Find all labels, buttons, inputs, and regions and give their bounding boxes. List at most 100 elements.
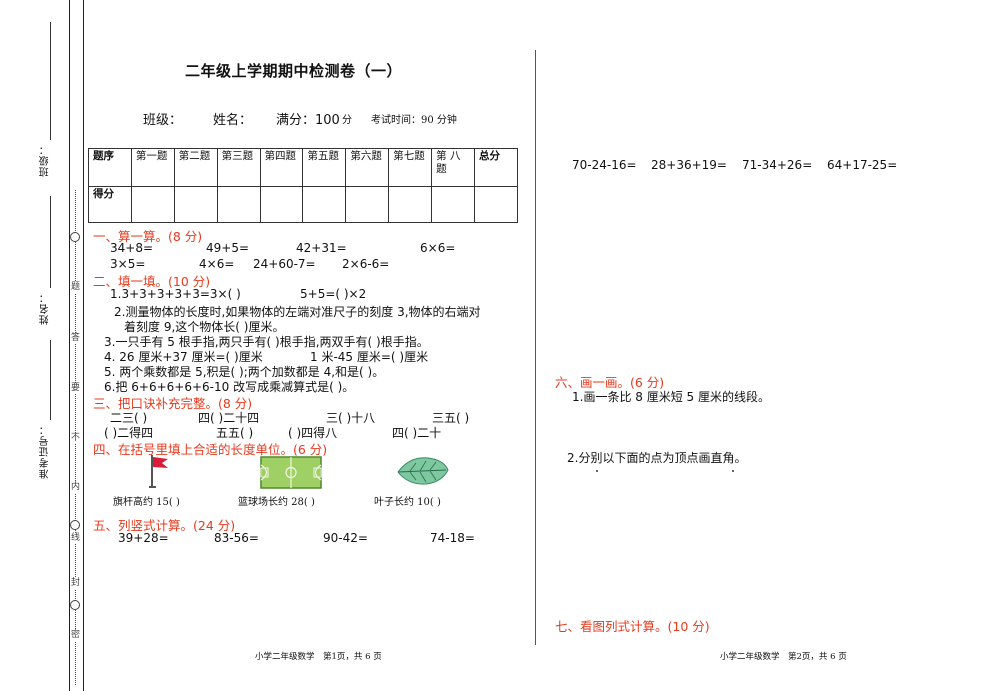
score-input-cell[interactable] xyxy=(345,186,390,223)
table-cell: 第二题 xyxy=(173,148,218,187)
section-2-title: 二、填一填。(10 分) xyxy=(93,274,211,289)
score-input-cell[interactable] xyxy=(216,186,261,223)
section-1-title: 一、算一算。(8 分) xyxy=(93,229,203,244)
binding-strip: 班级： 姓名： 准考证号： 题 答 要 不 内 线 封 密 xyxy=(0,0,90,691)
score-input-cell[interactable] xyxy=(431,186,476,223)
flag-icon xyxy=(149,455,168,488)
s5-item: 39+28= xyxy=(118,531,169,545)
s4-caption-court: 篮球场长约 28( ) xyxy=(238,497,315,508)
page-title: 二年级上学期期中检测卷（一） xyxy=(185,62,403,80)
binding-id-label: 准考证号： xyxy=(40,424,51,479)
score-input-cell[interactable] xyxy=(302,186,347,223)
class-label: 班级： xyxy=(143,113,183,128)
section-7-title: 七、看图列式计算。(10 分) xyxy=(555,619,710,634)
s3-item: 四( )二十 xyxy=(392,426,442,440)
score-input-cell[interactable] xyxy=(259,186,304,223)
vertex-point xyxy=(596,470,598,472)
s5-item: 28+36+19= xyxy=(651,158,727,172)
vertex-point xyxy=(732,470,734,472)
section-5-title: 五、列竖式计算。(24 分) xyxy=(93,518,236,533)
footer-left: 小学二年级数学 第1页，共 6 页 xyxy=(255,652,382,662)
binding-hole xyxy=(70,232,80,242)
s5-item: 90-42= xyxy=(323,531,368,545)
table-cell: 第四题 xyxy=(259,148,304,187)
s1-item: 2×6-6= xyxy=(342,257,390,271)
binding-name-label: 姓名： xyxy=(40,292,51,325)
table-cell: 第一题 xyxy=(130,148,175,187)
s5-item: 71-34+26= xyxy=(742,158,813,172)
s1-item: 24+60-7= xyxy=(253,257,316,271)
class-blank-line xyxy=(50,22,51,140)
s3-item: 三( )十八 xyxy=(326,411,376,425)
score-table: 题序 第一题 第二题 第三题 第四题 第五题 第六题 第七题 第 八题 总分 得… xyxy=(88,148,518,223)
table-cell: 得分 xyxy=(88,186,132,223)
exam-time-label: 考试时间：90 分钟 xyxy=(371,115,457,126)
binding-char: 题 xyxy=(70,282,81,293)
page-divider xyxy=(535,50,536,645)
s1-item: 6×6= xyxy=(420,241,456,255)
s3-item: 四( )二十四 xyxy=(198,411,260,425)
leaf-icon xyxy=(397,457,449,485)
score-input-cell[interactable] xyxy=(474,186,518,223)
s3-item: ( )四得八 xyxy=(288,426,338,440)
basketball-court-icon xyxy=(260,456,322,489)
s3-item: 二三( ) xyxy=(110,411,148,425)
s5-item: 74-18= xyxy=(430,531,475,545)
s6-q2: 2.分别以下面的点为顶点画直角。 xyxy=(567,451,747,465)
table-cell: 第 八题 xyxy=(431,148,476,187)
name-blank-line xyxy=(50,196,51,288)
s2-q6: 6.把 6+6+6+6+6-10 改写成乘减算式是( )。 xyxy=(104,380,355,394)
s2-q2a: 2.测量物体的长度时,如果物体的左端对准尺子的刻度 3,物体的右端对 xyxy=(114,305,481,319)
s5-item: 70-24-16= xyxy=(572,158,637,172)
name-label: 姓名： xyxy=(213,113,253,128)
score-input-cell[interactable] xyxy=(173,186,218,223)
s2-q1a: 1.3+3+3+3+3=3×( ) xyxy=(110,287,241,301)
score-input-cell[interactable] xyxy=(130,186,175,223)
s5-item: 64+17-25= xyxy=(827,158,898,172)
table-cell: 题序 xyxy=(88,148,132,187)
table-cell: 第三题 xyxy=(216,148,261,187)
binding-hole xyxy=(70,600,80,610)
s2-q4a: 4. 26 厘米+37 厘米=( )厘米 xyxy=(104,350,263,364)
binding-char: 封 xyxy=(70,578,81,589)
s4-caption-flagpole: 旗杆高约 15( ) xyxy=(113,497,180,508)
binding-class-label: 班级： xyxy=(40,144,51,177)
binding-char: 线 xyxy=(70,533,81,544)
section-3-title: 三、把口诀补充完整。(8 分) xyxy=(93,396,253,411)
score-input-cell[interactable] xyxy=(388,186,433,223)
id-blank-line xyxy=(50,340,51,420)
s2-q4b: 1 米-45 厘米=( )厘米 xyxy=(310,350,429,364)
s3-item: ( )二得四 xyxy=(104,426,154,440)
s1-item: 4×6= xyxy=(199,257,235,271)
footer-right: 小学二年级数学 第2页，共 6 页 xyxy=(720,652,847,662)
s2-q2b: 着刻度 9,这个物体长( )厘米。 xyxy=(124,320,285,334)
binding-char: 密 xyxy=(70,630,81,641)
section-4-title: 四、在括号里填上合适的长度单位。(6 分) xyxy=(93,442,328,457)
binding-line xyxy=(69,0,70,691)
binding-char: 答 xyxy=(70,333,81,344)
s3-item: 五五( ) xyxy=(216,426,254,440)
s2-q3: 3.一只手有 5 根手指,两只手有( )根手指,两双手有( )根手指。 xyxy=(104,335,429,349)
binding-char: 要 xyxy=(70,383,81,394)
score-table-header-row: 题序 第一题 第二题 第三题 第四题 第五题 第六题 第七题 第 八题 总分 xyxy=(88,148,518,187)
table-cell: 第七题 xyxy=(388,148,433,187)
s3-item: 三五( ) xyxy=(432,411,470,425)
full-score-label: 满分：100 xyxy=(276,113,340,128)
table-cell: 第五题 xyxy=(302,148,347,187)
binding-char: 内 xyxy=(70,482,81,493)
score-table-score-row: 得分 xyxy=(88,186,518,223)
binding-char: 不 xyxy=(70,433,81,444)
section-6-title: 六、画一画。(6 分) xyxy=(555,375,665,390)
s2-q5: 5. 两个乘数都是 5,积是( );两个加数都是 4,和是( )。 xyxy=(104,365,385,379)
table-cell: 第六题 xyxy=(345,148,390,187)
binding-hole xyxy=(70,520,80,530)
s1-item: 3×5= xyxy=(110,257,146,271)
binding-line xyxy=(83,0,84,691)
s1-item: 34+8= xyxy=(110,241,154,255)
s1-item: 49+5= xyxy=(206,241,250,255)
s1-item: 42+31= xyxy=(296,241,347,255)
full-score-unit: 分 xyxy=(342,115,352,126)
s5-item: 83-56= xyxy=(214,531,259,545)
table-cell: 总分 xyxy=(474,148,518,187)
s6-q1: 1.画一条比 8 厘米短 5 厘米的线段。 xyxy=(572,390,770,404)
